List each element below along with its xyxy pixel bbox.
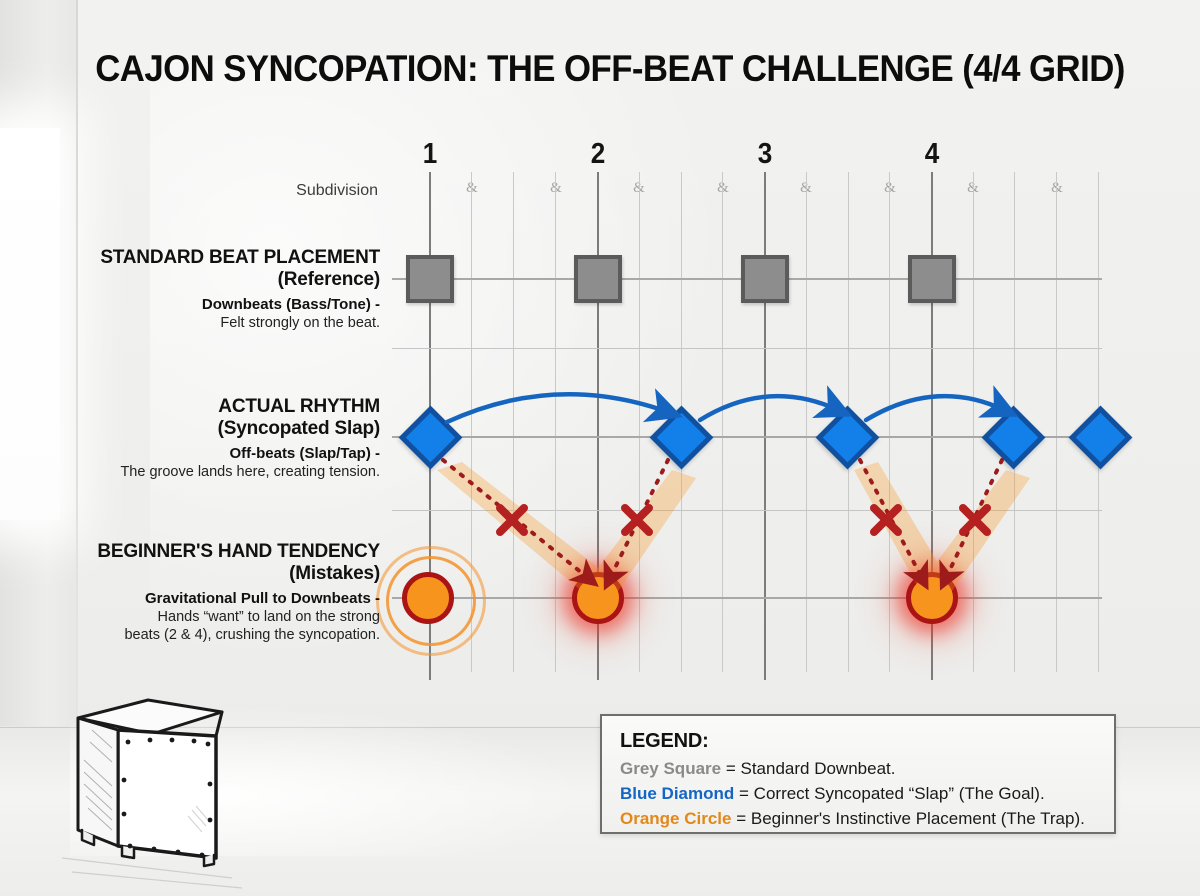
and-mark-7: & <box>960 180 986 197</box>
legend-title: LEGEND: <box>620 730 709 752</box>
subdivision-label: Subdivision <box>296 182 378 199</box>
legend-text-grey-square: = Standard Downbeat. <box>721 759 896 778</box>
blue-diamond-4 <box>981 405 1045 469</box>
row-detail-standard: Felt strongly on the beat. <box>220 315 380 331</box>
and-mark-6: & <box>877 180 903 197</box>
beat-number-2: 2 <box>590 138 606 170</box>
orange-circle-beat-1 <box>402 572 454 624</box>
beat-number-1: 1 <box>422 138 438 170</box>
blue-diamond-5 <box>1068 405 1132 469</box>
legend-text-orange-circle: = Beginner's Instinctive Placement (The … <box>731 809 1085 828</box>
legend-row-grey: Grey Square = Standard Downbeat. <box>620 756 1096 781</box>
and-mark-5: & <box>793 180 819 197</box>
window-light <box>0 128 60 520</box>
and-mark-3: & <box>626 180 652 197</box>
and-mark-8: & <box>1044 180 1070 197</box>
gridline-beat-2 <box>597 172 599 680</box>
grey-square-beat-1 <box>406 255 454 303</box>
orange-ripple-outer <box>376 546 486 656</box>
legend-text-blue-diamond: = Correct Syncopated “Slap” (The Goal). <box>734 784 1045 803</box>
legend-box: LEGEND: Grey Square = Standard Downbeat.… <box>600 714 1116 834</box>
legend-key-grey-square: Grey Square <box>620 759 722 778</box>
row-heading-standard: STANDARD BEAT PLACEMENT <box>100 247 380 268</box>
row-heading-beginner: BEGINNER'S HAND TENDENCY <box>97 541 380 562</box>
gridline-beat-4 <box>931 172 933 680</box>
and-mark-2: & <box>543 180 569 197</box>
blue-diamond-3 <box>815 405 879 469</box>
row-label-beginner: BEGINNER'S HAND TENDENCY (Mistakes) Grav… <box>40 541 380 644</box>
row-subheading-actual: (Syncopated Slap) <box>217 418 381 439</box>
row-detail-bold-standard: Downbeats (Bass/Tone) - <box>201 296 380 313</box>
grey-square-beat-2 <box>574 255 622 303</box>
row-detail-beginner-line2: beats (2 & 4), crushing the syncopation. <box>124 627 380 643</box>
rowline-divider-2 <box>392 510 1102 511</box>
blue-diamond-2 <box>649 405 713 469</box>
row-detail-beginner-line1: Hands “want” to land on the strong <box>157 609 380 625</box>
row-heading-actual: ACTUAL RHYTHM <box>218 396 380 417</box>
legend-key-blue-diamond: Blue Diamond <box>620 784 735 803</box>
orange-circle-beat-2 <box>572 572 624 624</box>
gridline-beat-3 <box>764 172 766 680</box>
orange-ripple-inner <box>386 556 476 646</box>
rowline-beginner <box>392 597 1102 599</box>
rowline-actual <box>392 436 1102 438</box>
grey-square-beat-4 <box>908 255 956 303</box>
wall-corner-edge <box>76 0 78 760</box>
rowline-divider-1 <box>392 348 1102 349</box>
beat-number-3: 3 <box>757 138 773 170</box>
page-title: CAJON SYNCOPATION: THE OFF-BEAT CHALLENG… <box>95 48 1125 89</box>
legend-key-orange-circle: Orange Circle <box>620 809 732 828</box>
orange-circle-beat-4 <box>906 572 958 624</box>
legend-row-orange: Orange Circle = Beginner's Instinctive P… <box>620 806 1096 831</box>
and-mark-4: & <box>710 180 736 197</box>
gridline-sub-8 <box>1056 172 1057 672</box>
row-detail-bold-beginner: Gravitational Pull to Downbeats - <box>144 590 380 607</box>
row-detail-bold-actual: Off-beats (Slap/Tap) - <box>229 445 380 462</box>
legend-row-blue: Blue Diamond = Correct Syncopated “Slap”… <box>620 781 1096 806</box>
beat-number-4: 4 <box>924 138 940 170</box>
row-subheading-beginner: (Mistakes) <box>289 563 380 584</box>
blue-diamond-1 <box>398 405 462 469</box>
row-subheading-standard: (Reference) <box>277 269 381 290</box>
and-mark-1: & <box>459 180 485 197</box>
row-label-standard: STANDARD BEAT PLACEMENT (Reference) Down… <box>60 247 380 332</box>
row-label-actual: ACTUAL RHYTHM (Syncopated Slap) Off-beat… <box>40 396 380 481</box>
row-detail-actual: The groove lands here, creating tension. <box>120 464 380 480</box>
grey-square-beat-3 <box>741 255 789 303</box>
